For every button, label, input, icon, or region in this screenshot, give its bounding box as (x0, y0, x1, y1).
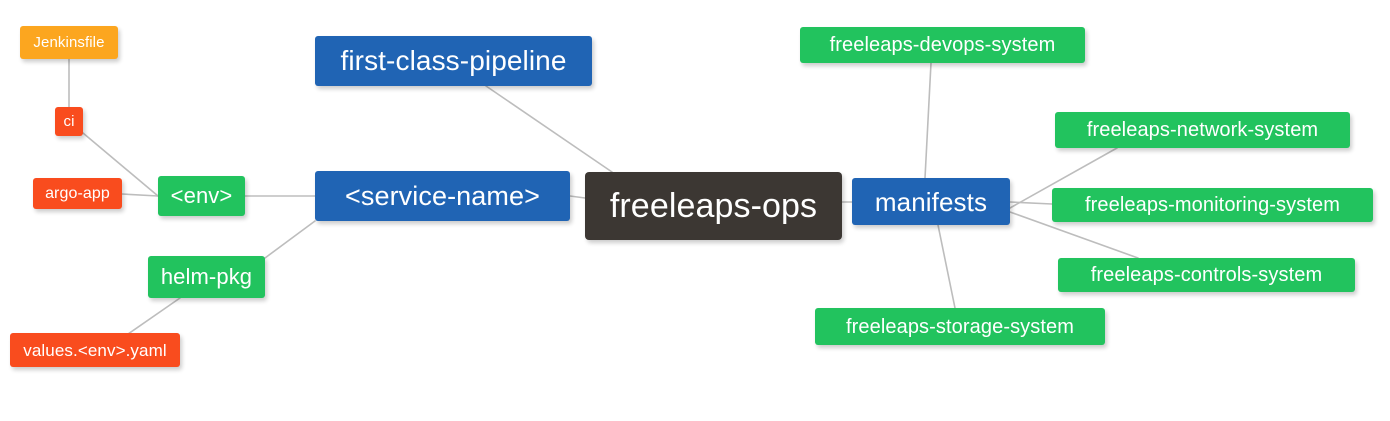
edge-first-class-pipeline-to-freeleaps-ops (485, 85, 613, 173)
node-monitoring-system[interactable]: freeleaps-monitoring-system (1052, 188, 1373, 222)
node-label: freeleaps-ops (609, 187, 818, 225)
node-label: freeleaps-devops-system (829, 34, 1056, 56)
node-label: ci (63, 113, 75, 130)
node-label: freeleaps-monitoring-system (1084, 194, 1340, 216)
node-first-class-pipeline[interactable]: first-class-pipeline (315, 36, 592, 86)
edge-manifests-to-devops-system (924, 62, 932, 179)
node-label: freeleaps-storage-system (845, 315, 1075, 338)
edge-argo-app-to-env (121, 193, 159, 197)
node-jenkinsfile[interactable]: Jenkinsfile (20, 26, 118, 59)
edge-manifests-to-monitoring-system (1009, 201, 1053, 205)
node-label: first-class-pipeline (340, 45, 567, 76)
node-label: helm-pkg (160, 264, 253, 289)
node-label: manifests (874, 186, 988, 217)
edge-manifests-to-storage-system (937, 224, 956, 309)
node-manifests[interactable]: manifests (852, 178, 1010, 225)
edge-service-name-to-helm-pkg (264, 220, 316, 259)
node-controls-system[interactable]: freeleaps-controls-system (1058, 258, 1355, 292)
node-values-yaml[interactable]: values.<env>.yaml (10, 333, 180, 367)
node-freeleaps-ops[interactable]: freeleaps-ops (585, 172, 842, 240)
node-storage-system[interactable]: freeleaps-storage-system (815, 308, 1105, 345)
node-argo-app[interactable]: argo-app (33, 178, 122, 209)
node-helm-pkg[interactable]: helm-pkg (148, 256, 265, 298)
node-network-system[interactable]: freeleaps-network-system (1055, 112, 1350, 148)
edge-ci-to-env (82, 132, 159, 197)
node-devops-system[interactable]: freeleaps-devops-system (800, 27, 1085, 63)
node-label: <service-name> (345, 180, 540, 211)
node-label: freeleaps-controls-system (1090, 264, 1323, 286)
edge-service-name-to-freeleaps-ops (569, 195, 586, 199)
node-ci[interactable]: ci (55, 107, 83, 136)
node-service-name[interactable]: <service-name> (315, 171, 570, 221)
node-label: freeleaps-network-system (1086, 119, 1319, 141)
node-label: Jenkinsfile (33, 34, 105, 51)
node-label: argo-app (45, 184, 110, 202)
edge-manifests-to-controls-system (1009, 211, 1139, 259)
node-label: values.<env>.yaml (23, 340, 167, 360)
node-label: <env> (170, 183, 233, 208)
node-env[interactable]: <env> (158, 176, 245, 216)
edge-manifests-to-network-system (1009, 147, 1118, 209)
